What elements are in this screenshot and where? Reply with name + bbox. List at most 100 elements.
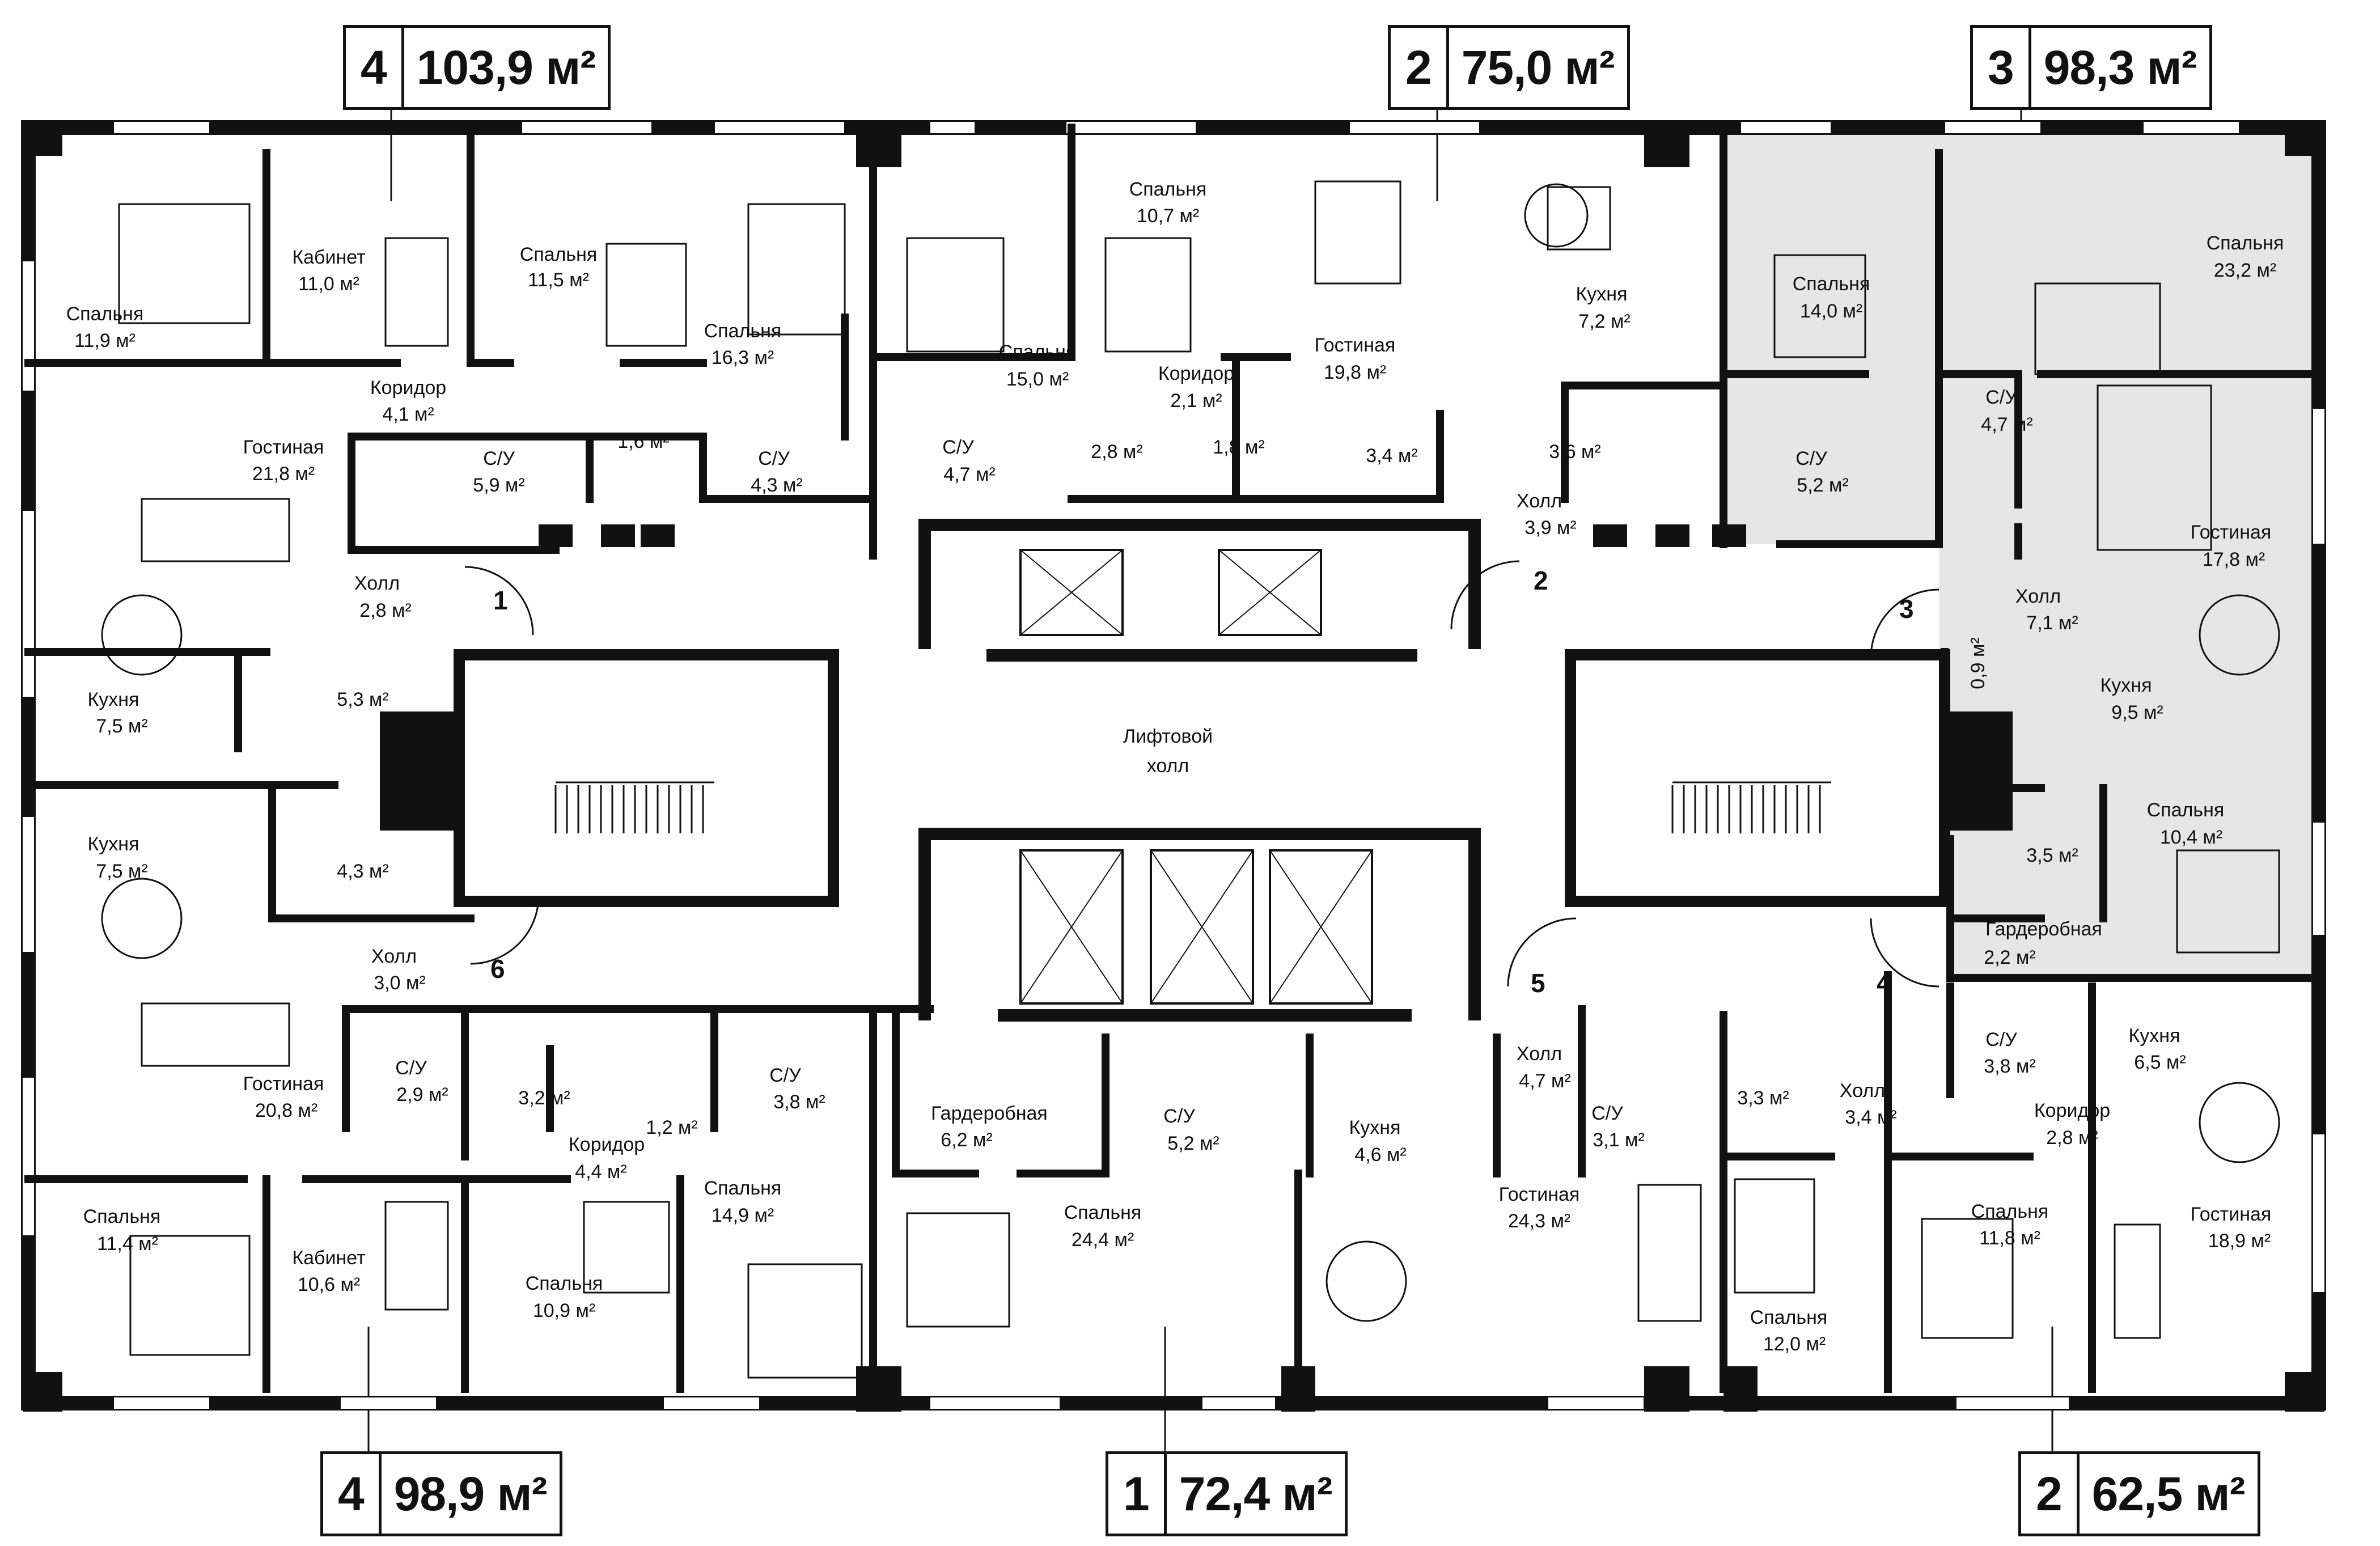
room-name: Спальня bbox=[704, 320, 782, 342]
room-area: 4,7 м² bbox=[1519, 1070, 1570, 1092]
room-name: Холл bbox=[1840, 1080, 1885, 1102]
room-area: 4,7 м² bbox=[943, 464, 995, 485]
apartment-tag-top-center: 2 75,0 м² bbox=[1388, 25, 1630, 110]
room-name: Гостиная bbox=[243, 1073, 324, 1095]
room-area: 4,3 м² bbox=[337, 861, 388, 882]
apartment-rooms: 2 bbox=[1391, 28, 1449, 107]
room-name: Гостиная bbox=[2191, 522, 2272, 543]
room-area: 4,7 м² bbox=[1981, 414, 2032, 435]
room-name: Холл bbox=[354, 573, 400, 594]
room-area: 2,8 м² bbox=[2046, 1127, 2098, 1149]
room-area: 3,3 м² bbox=[1737, 1087, 1789, 1109]
room-area: 19,8 м² bbox=[1324, 362, 1386, 383]
room-area: 10,6 м² bbox=[298, 1274, 360, 1295]
room-name: Спальня bbox=[83, 1206, 161, 1227]
room-area: 3,8 м² bbox=[1984, 1056, 2035, 1077]
room-name: Коридор bbox=[2034, 1100, 2110, 1121]
room-name: С/У bbox=[942, 437, 974, 458]
apartment-area: 98,9 м² bbox=[393, 1467, 548, 1520]
room-name: Спальня bbox=[1129, 179, 1207, 200]
room-area: 10,9 м² bbox=[533, 1300, 595, 1321]
room-area: 3,2 м² bbox=[518, 1087, 570, 1109]
room-area: 11,4 м² bbox=[97, 1233, 158, 1255]
room-name: Кухня bbox=[2129, 1025, 2180, 1047]
room-area: 12,0 м² bbox=[1763, 1333, 1826, 1355]
room-area: 6,5 м² bbox=[2134, 1052, 2186, 1073]
room-name: Холл bbox=[2015, 586, 2061, 607]
room-name: Спальня bbox=[704, 1177, 782, 1199]
room-name: Кухня bbox=[2101, 675, 2152, 696]
apartment-tag-top-right: 3 98,3 м² bbox=[1970, 25, 2212, 110]
apartment-area: 98,3 м² bbox=[2043, 40, 2197, 94]
room-name: Кухня bbox=[88, 833, 139, 855]
apartment-rooms: 3 bbox=[1973, 28, 2031, 107]
apartment-rooms: 2 bbox=[2021, 1454, 2080, 1534]
room-name: Холл bbox=[1517, 1043, 1562, 1065]
door-number: 4 bbox=[1877, 968, 1891, 998]
room-area: 6,2 м² bbox=[941, 1129, 992, 1151]
room-name: С/У bbox=[1163, 1106, 1195, 1127]
room-name: Кухня bbox=[1576, 283, 1628, 305]
room-name: Гостиная bbox=[243, 437, 324, 458]
room-area: 3,4 м² bbox=[1845, 1107, 1896, 1128]
room-name: Гостиная bbox=[1315, 334, 1396, 356]
room-area: 18,9 м² bbox=[2208, 1230, 2271, 1252]
room-area: 24,4 м² bbox=[1072, 1229, 1134, 1251]
room-area: 7,1 м² bbox=[2026, 612, 2078, 634]
room-area: 14,9 м² bbox=[712, 1205, 774, 1226]
room-area: 1,8 м² bbox=[1213, 437, 1264, 458]
room-area: 3,0 м² bbox=[374, 972, 425, 994]
room-area: 3,8 м² bbox=[773, 1091, 825, 1113]
room-name: Кухня bbox=[88, 689, 139, 710]
door-number: 5 bbox=[1531, 968, 1545, 998]
room-area: 3,5 м² bbox=[2026, 845, 2078, 866]
room-area: 11,5 м² bbox=[528, 269, 589, 291]
room-area: 11,9 м² bbox=[74, 330, 135, 351]
room-area: 0,9 м² bbox=[1967, 637, 1989, 689]
elevator-crosses bbox=[1020, 549, 1373, 1004]
room-name: Гостиная bbox=[1499, 1184, 1580, 1205]
apartment-area: 103,9 м² bbox=[416, 40, 596, 94]
room-name: Спальня bbox=[520, 244, 598, 265]
room-name: Коридор bbox=[1158, 363, 1234, 384]
room-area: 2,2 м² bbox=[1984, 947, 2035, 968]
room-area: 21,8 м² bbox=[252, 463, 315, 485]
room-name: Коридор bbox=[370, 377, 446, 399]
room-name: Кабинет bbox=[292, 247, 365, 268]
room-name: Спальня bbox=[2147, 799, 2225, 821]
stairs bbox=[554, 781, 1831, 833]
room-area: 15,0 м² bbox=[1006, 369, 1069, 390]
room-name: Гардеробная bbox=[931, 1103, 1048, 1124]
room-name: С/У bbox=[483, 448, 515, 469]
apartment-rooms: 4 bbox=[323, 1454, 382, 1534]
room-name: С/У bbox=[1985, 1029, 2017, 1051]
room-area: 20,8 м² bbox=[255, 1100, 317, 1121]
room-name: Спальня bbox=[526, 1273, 603, 1294]
room-area: 4,3 м² bbox=[751, 475, 802, 496]
room-name: Спальня bbox=[1793, 273, 1870, 295]
apartment-tag-bottom-right: 2 62,5 м² bbox=[2018, 1451, 2260, 1536]
door-number: 6 bbox=[490, 954, 505, 984]
room-name: Спальня bbox=[2207, 232, 2284, 254]
room-area: 3,4 м² bbox=[1366, 445, 1417, 467]
room-area: 7,5 м² bbox=[96, 715, 147, 737]
room-area: 16,3 м² bbox=[712, 347, 774, 369]
room-area: 1,2 м² bbox=[646, 1117, 697, 1138]
apartment-tag-bottom-left: 4 98,9 м² bbox=[320, 1451, 562, 1536]
room-name: Спальня bbox=[1971, 1201, 2049, 1222]
room-name: Спальня bbox=[66, 303, 144, 325]
room-area: 7,5 м² bbox=[96, 861, 147, 882]
apartment-area: 62,5 м² bbox=[2091, 1467, 2246, 1520]
room-name: С/У bbox=[769, 1065, 801, 1086]
room-name: Кухня bbox=[1349, 1117, 1401, 1138]
door-number: 1 bbox=[493, 586, 508, 615]
room-area: 23,2 м² bbox=[2214, 260, 2276, 281]
core-walls bbox=[380, 519, 2013, 1022]
room-name: Холл bbox=[371, 946, 417, 967]
room-name: С/У bbox=[1795, 448, 1827, 469]
room-area: 2,8 м² bbox=[1091, 441, 1142, 463]
room-area: 2,8 м² bbox=[359, 600, 411, 621]
apartment-rooms: 1 bbox=[1108, 1454, 1167, 1534]
room-name: С/У bbox=[395, 1057, 427, 1079]
door-number: 2 bbox=[1534, 566, 1548, 595]
